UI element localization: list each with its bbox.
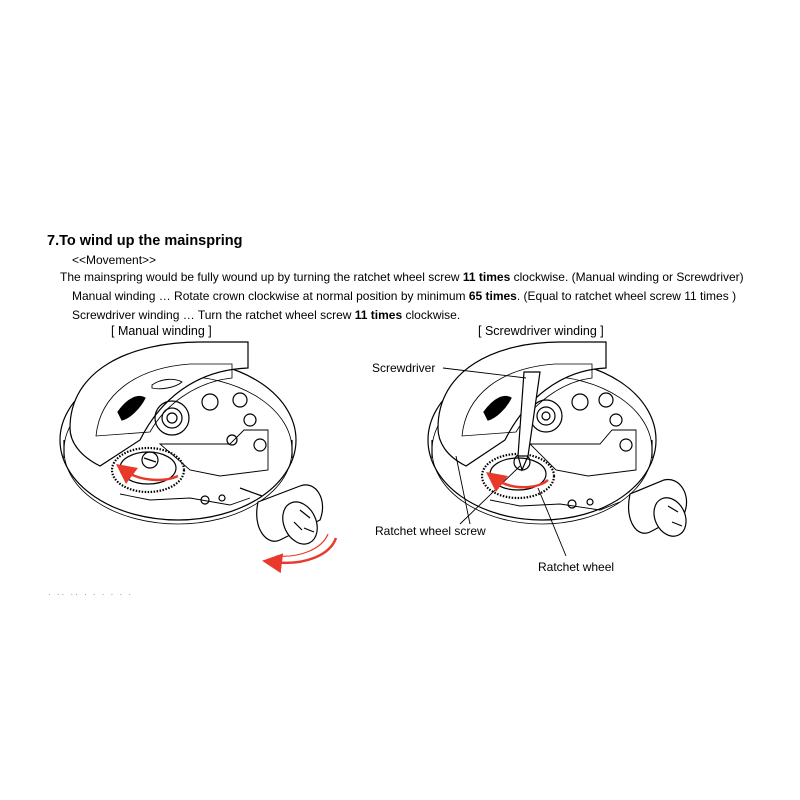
bridge-right [528,429,637,477]
rotor-slot-right [483,395,512,421]
screwdriver-winding-caption: [ Screwdriver winding ] [478,324,604,338]
instruction-line-2-post: . (Equal to ratchet wheel screw 11 times… [516,289,737,303]
instruction-line-1-post: clockwise. (Manual winding or Screwdrive… [510,270,744,284]
rotation-arrow-crown [262,537,338,574]
movement-edge [63,440,293,458]
label-ratchet-wheel-screw: Ratchet wheel screw [375,524,486,538]
rotor-slot-2 [151,378,183,390]
leader-ratchet-screw-2 [455,455,471,525]
manual-winding-caption: [ Manual winding ] [111,324,212,338]
instruction-line-3: Screwdriver winding … Turn the ratchet w… [72,308,460,322]
ratchet-wheel-right [480,452,556,500]
instruction-line-2-bold: 65 times [468,289,517,303]
center-screw-outer-right [536,406,556,426]
center-screw-right [541,411,551,421]
instruction-line-3-post: clockwise. [402,308,461,322]
label-screwdriver: Screwdriver [372,361,436,375]
crown-right [628,478,688,537]
gear-1-right [571,393,589,411]
section-heading: 7.To wind up the mainspring [47,233,243,249]
jewel-1-right [567,499,577,509]
screwdriver-winding-figure [427,341,688,557]
gear-3 [243,413,257,427]
ratchet-wheel-screw-left [141,451,159,469]
stem [239,487,263,497]
gear-2-right [598,392,614,408]
leader-screwdriver [442,367,527,379]
rotation-arrow-ratchet-left [115,464,179,484]
gear-5 [253,438,267,452]
gear-4 [226,434,238,446]
cut-off-text: · ·· ·· · · · · · · [48,590,134,599]
rotor-slot [117,395,146,421]
instruction-line-1-bold: 11 times [462,270,511,284]
lower-detail-right [489,499,621,511]
rotor-weight [69,341,249,467]
ratchet-screw-slot-left [143,457,157,463]
leader-ratchet-screw [459,465,521,525]
center-screw-outer [161,407,183,429]
center-screw [166,412,178,424]
section-subheading: <<Movement>> [72,253,157,267]
jewel-2-right [586,498,594,506]
jewel-1 [200,495,210,505]
bridge [158,429,269,477]
screwdriver-tool [517,371,541,472]
leader-ratchet-wheel [537,487,567,557]
rotation-arrow-ratchet-right [485,472,549,492]
center-wheel [154,400,190,436]
gear-2 [232,392,248,408]
ratchet-wheel-left [110,446,186,494]
gear-1 [201,393,219,411]
lower-detail [119,493,251,506]
instruction-line-3-pre: Screwdriver winding … Turn the ratchet w… [72,308,355,322]
instruction-line-2-pre: Manual winding … Rotate crown clockwise … [72,289,469,303]
instruction-line-2: Manual winding … Rotate crown clockwise … [72,289,736,303]
instruction-line-1: The mainspring would be fully wound up b… [60,270,744,284]
rotation-arrow-crown-inner [275,533,329,557]
manual-winding-figure [59,341,324,545]
movement-edge-right [431,440,653,458]
instruction-line-3-bold: 11 times [354,308,403,322]
jewel-2 [218,494,226,502]
instruction-line-1-pre: The mainspring would be fully wound up b… [60,270,463,284]
crown-left [256,484,324,545]
gear-3-right [609,413,623,427]
label-ratchet-wheel: Ratchet wheel [538,560,615,574]
gear-4-right [619,438,633,452]
